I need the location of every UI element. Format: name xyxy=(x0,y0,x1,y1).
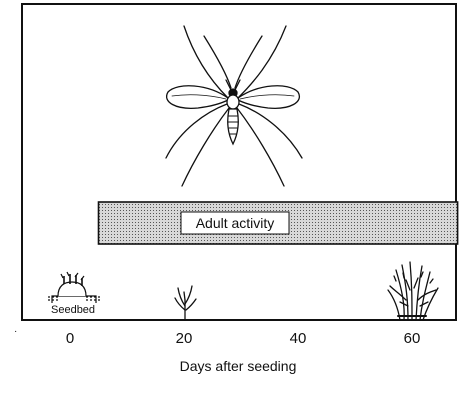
x-tick-label: 60 xyxy=(404,330,421,347)
adult-activity-label: Adult activity xyxy=(196,215,275,231)
axis-origin-dot: · xyxy=(14,326,17,337)
x-axis-ticks: 0 20 40 60 xyxy=(66,330,421,347)
plot-frame xyxy=(22,4,456,320)
x-axis-label: Days after seeding xyxy=(180,358,297,374)
x-tick-label: 0 xyxy=(66,330,74,347)
seedbed-label: Seedbed xyxy=(51,304,95,316)
x-tick-label: 20 xyxy=(176,330,193,347)
x-tick-label: 40 xyxy=(290,330,307,347)
mosquito-thorax xyxy=(227,95,239,109)
